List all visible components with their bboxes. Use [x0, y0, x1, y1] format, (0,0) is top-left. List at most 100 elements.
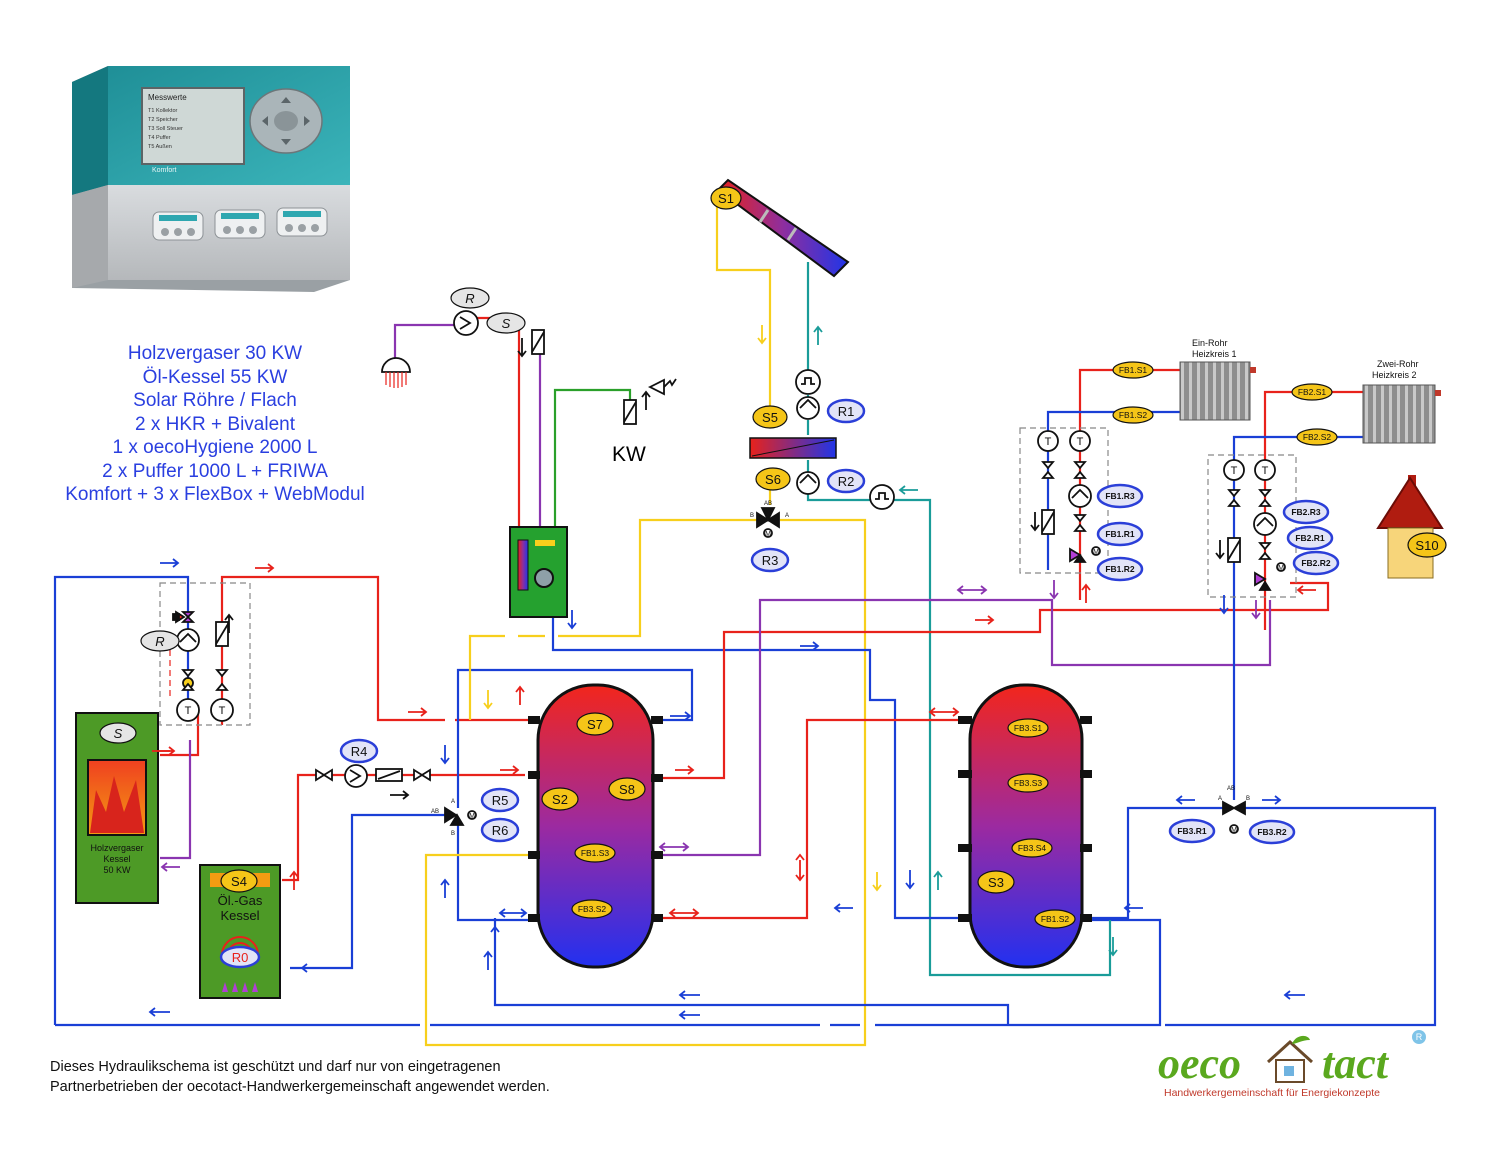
- relay-r-hotwater: R: [450, 287, 490, 309]
- pump-icon: [796, 471, 820, 495]
- thermometer-label: T: [219, 705, 226, 717]
- thermometer-label: T: [1231, 465, 1238, 477]
- wood-boiler: Holzvergaser Kessel 50 KW: [75, 712, 159, 904]
- svg-text:FB3.S2: FB3.S2: [578, 904, 607, 914]
- cold-water-label: KW: [612, 443, 646, 466]
- motor-label: M: [469, 813, 475, 820]
- sensor-s4: S4: [220, 869, 258, 893]
- wood-boiler-label-1: Holzvergaser: [90, 843, 143, 853]
- pipe-bypass-wood: [160, 740, 192, 860]
- symbols: [172, 310, 1286, 834]
- circuit1-label-2: Heizkreis 1: [1192, 349, 1237, 359]
- pipe-solar-return: [424, 518, 867, 1047]
- svg-text:FB3.R1: FB3.R1: [1177, 826, 1207, 836]
- pump-icon: [176, 628, 200, 652]
- svg-text:R: R: [155, 634, 164, 649]
- svg-text:R5: R5: [492, 793, 509, 808]
- valve-b-label: B: [1246, 796, 1250, 802]
- sensor-s2: S2: [541, 787, 579, 811]
- motor-label: M: [1278, 565, 1284, 572]
- logo-part-1: oeco: [1158, 1039, 1242, 1088]
- summary-line: Komfort + 3 x FlexBox + WebModul: [65, 484, 365, 505]
- pipe-collector-flow: [715, 200, 772, 410]
- svg-text:S: S: [114, 726, 123, 741]
- sensor-s5: S5: [752, 405, 788, 429]
- pipe-fb3-loop: [1165, 806, 1437, 1027]
- relay-r4: R4: [339, 738, 379, 764]
- pipe-return-oil: [290, 813, 445, 970]
- logo-part-2: tact: [1322, 1039, 1388, 1088]
- pipes: [53, 200, 1437, 1047]
- summary-line: Öl-Kessel 55 KW: [142, 366, 288, 388]
- sensor-fb1-s2: FB1.S2: [1112, 406, 1154, 424]
- svg-text:FB3.S3: FB3.S3: [1014, 778, 1043, 788]
- svg-text:R: R: [465, 291, 474, 306]
- svg-text:S3: S3: [988, 875, 1004, 890]
- pump-icon: [344, 764, 368, 788]
- pump-icon: [869, 484, 895, 510]
- circuit2-label-1: Zwei-Rohr: [1377, 359, 1419, 369]
- disclaimer-line: Partnerbetrieben der oecotact-Handwerker…: [50, 1079, 550, 1095]
- svg-text:FB1.S3: FB1.S3: [581, 848, 610, 858]
- svg-text:FB2.R3: FB2.R3: [1291, 507, 1321, 517]
- relay-r3: R3: [750, 547, 790, 573]
- svg-text:R3: R3: [762, 553, 779, 568]
- relay-fb3-r2: FB3.R2: [1248, 819, 1296, 845]
- relay-fb1-r2: FB1.R2: [1096, 556, 1144, 582]
- pipe-flow-wood-out: [160, 705, 200, 757]
- fresh-water-module: [509, 526, 568, 618]
- pipe-return-main: [53, 575, 190, 1025]
- sensor-s1: S1: [710, 186, 742, 210]
- svg-text:FB2.S2: FB2.S2: [1303, 432, 1332, 442]
- controller-screen: [141, 87, 245, 165]
- relay-fb2-r2: FB2.R2: [1292, 550, 1340, 576]
- pipe-hygiene-return: [551, 618, 975, 920]
- valve-ab-label: AB: [764, 501, 772, 507]
- pipe-solar-hx: [468, 518, 760, 720]
- thermometer-label: T: [185, 705, 192, 717]
- sensor-s3: S3: [977, 870, 1015, 894]
- svg-text:R1: R1: [838, 404, 855, 419]
- solar-heat-exchanger: [749, 437, 837, 459]
- sensor-fb3-s2: FB3.S2: [571, 899, 613, 919]
- sensor-fb3-s3: FB3.S3: [1007, 773, 1049, 793]
- summary-line: Solar Röhre / Flach: [133, 390, 297, 411]
- sensor-fb1-s3: FB1.S3: [574, 843, 616, 863]
- motor-label: M: [1093, 549, 1099, 556]
- buffer-tank-1: [528, 683, 663, 969]
- valve-b-label: B: [451, 831, 455, 837]
- pipe-heat-flow: [655, 581, 1330, 780]
- svg-text:FB1.S1: FB1.S1: [1119, 365, 1148, 375]
- svg-text:FB1.R1: FB1.R1: [1105, 529, 1135, 539]
- screen-row: T2 Speicher: [148, 117, 178, 123]
- controller-model: Komfort: [152, 167, 177, 174]
- svg-text:S5: S5: [762, 410, 778, 425]
- summary-line: 2 x Puffer 1000 L + FRIWA: [102, 460, 328, 482]
- controller-dial-center: [274, 111, 298, 131]
- flexbox-modules: [152, 207, 328, 241]
- registered-icon: R: [1412, 1030, 1426, 1044]
- svg-text:S7: S7: [587, 717, 603, 732]
- oecotact-logo: oeco tact R Handwerkergemeinschaft für E…: [1150, 1030, 1450, 1105]
- controller-brand: Messwerte: [148, 93, 187, 102]
- sensor-s8: S8: [608, 777, 646, 801]
- svg-text:FB2.R2: FB2.R2: [1301, 558, 1331, 568]
- sensor-s-hotwater: S: [486, 312, 526, 334]
- disclaimer: Dieses Hydraulikschema ist geschützt und…: [50, 1057, 550, 1097]
- svg-text:FB1.S2: FB1.S2: [1041, 914, 1070, 924]
- system-summary: Holzvergaser 30 KW Öl-Kessel 55 KW Solar…: [30, 342, 400, 507]
- sensors: S1 S5 S6 S7 S8 S2 FB1.S3 FB3.S2: [99, 186, 1447, 929]
- svg-text:R4: R4: [351, 744, 368, 759]
- svg-text:S1: S1: [718, 191, 734, 206]
- wood-boiler-label-2: Kessel: [103, 854, 130, 864]
- thermometer-label: T: [1045, 436, 1052, 448]
- circulation-pump-icon: [453, 310, 479, 336]
- relay-fb3-r1: FB3.R1: [1168, 818, 1216, 844]
- svg-text:FB1.R3: FB1.R3: [1105, 491, 1135, 501]
- valve-b-label: B: [750, 513, 754, 519]
- screen-row: T1 Kollektor: [148, 108, 178, 114]
- sensor-fb2-s2: FB2.S2: [1296, 428, 1338, 446]
- wood-boiler-label-3: 50 KW: [103, 865, 131, 875]
- sensor-s6: S6: [755, 467, 791, 491]
